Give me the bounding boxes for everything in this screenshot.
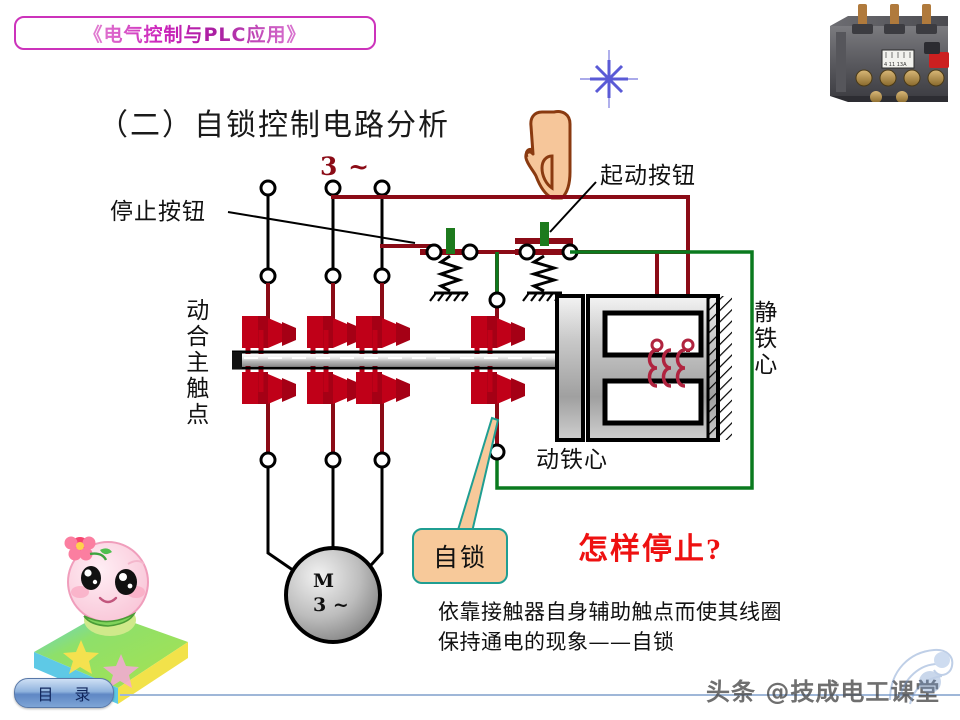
moving-core-label: 动铁心	[536, 447, 608, 472]
watermark-ornament-icon	[889, 648, 954, 705]
callout-pointer	[456, 416, 500, 534]
question-text: 怎样停止?	[578, 533, 723, 566]
stop-pushbutton[interactable]	[425, 228, 479, 302]
pointing-hand-icon	[524, 110, 572, 200]
motor-symbol	[284, 546, 382, 644]
stop-button-label: 停止按钮	[110, 199, 206, 224]
self-lock-callout: 自锁	[412, 528, 508, 584]
start-label-leader	[549, 181, 597, 233]
motor-phase-text: 3 ~	[313, 593, 349, 616]
course-title-box: 《电气控制与PLC应用》	[14, 16, 376, 50]
stop-label-leader	[227, 211, 416, 244]
armature-shaft	[232, 350, 562, 370]
explanation-line-2: 保持通电的现象——自锁	[438, 629, 675, 654]
electromagnet-assembly	[555, 294, 732, 442]
explanation-line-1: 依靠接触器自身辅助触点而使其线圈	[438, 600, 782, 624]
contents-button[interactable]: 目 录	[14, 678, 114, 708]
section-heading: （二）自锁控制电路分析	[98, 109, 450, 142]
mascot-on-book-icon	[34, 536, 188, 704]
course-title-text: 《电气控制与PLC应用》	[84, 20, 307, 47]
footer-divider	[120, 694, 960, 696]
sparkle-star-icon	[580, 50, 638, 108]
thermal-overload-relay-photo: 4 11 13A	[830, 4, 949, 102]
main-contacts-label: 动合主触点	[182, 298, 208, 428]
self-lock-callout-text: 自锁	[432, 545, 487, 572]
start-pushbutton[interactable]	[518, 222, 579, 302]
aux-node-top	[488, 291, 506, 309]
motor-leads	[259, 451, 391, 577]
motor-label-group: M 3 ~	[313, 570, 349, 618]
explanation-block: 依靠接触器自身辅助触点而使其线圈 保持通电的现象——自锁	[438, 598, 782, 658]
start-button-label: 起动按钮	[600, 163, 696, 188]
contents-button-label: 目 录	[37, 685, 99, 704]
auxiliary-contact	[471, 316, 525, 404]
motor-symbol-text: M	[313, 570, 335, 592]
svg-text:4 11 13A: 4 11 13A	[884, 62, 907, 68]
supply-label: 3 ~	[320, 152, 371, 181]
watermark-text: 头条 @技成电工课堂	[706, 678, 941, 706]
static-core-label: 静铁心	[750, 300, 776, 378]
supply-terminals	[259, 179, 391, 320]
